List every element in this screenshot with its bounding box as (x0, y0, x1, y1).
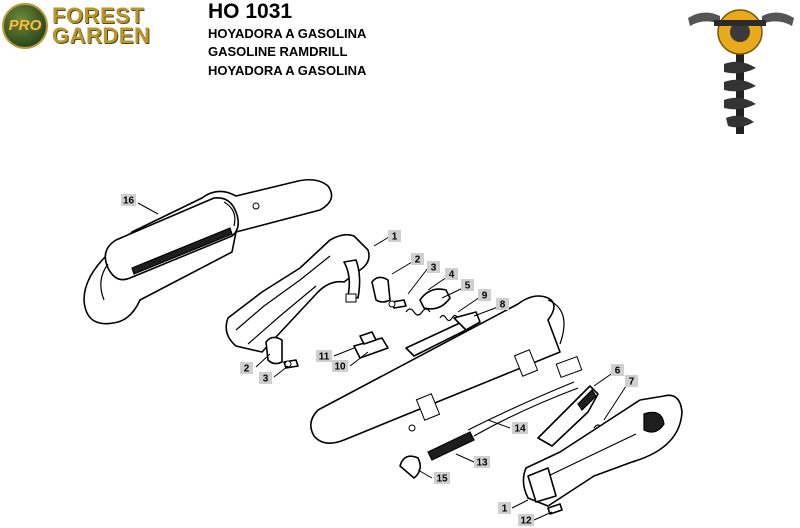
callout-3: 3 (427, 261, 440, 274)
callout-12: 12 (518, 514, 534, 527)
callout-2: 2 (411, 253, 424, 266)
part-screw-lower (283, 359, 299, 369)
part-handle-body (522, 394, 683, 507)
part-clamp-upper (371, 276, 391, 303)
description-line: HOYADORA A GASOLINA (208, 63, 367, 78)
callout-15: 15 (434, 472, 450, 485)
part-grommet (399, 455, 422, 479)
callout-number: 2 (244, 364, 250, 375)
callout-number: 1 (392, 232, 398, 243)
part-handlebar-upper (83, 178, 333, 325)
part-clamp-lower (265, 336, 283, 365)
part-torsion-spring (439, 314, 459, 322)
callout-2-lower: 2 (240, 362, 253, 375)
part-throttle-lever (537, 385, 599, 447)
part-stop-switch (353, 331, 389, 359)
part-lock-lever (419, 288, 451, 310)
part-handlebar-lower (310, 295, 565, 444)
callout-13: 13 (474, 456, 490, 469)
part-handle-housing (225, 233, 370, 353)
callout-number: 6 (615, 366, 621, 377)
leader-lines (137, 202, 629, 521)
callout-1-lower: 1 (498, 502, 511, 515)
brand-word-garden: GARDEN (52, 23, 151, 48)
callout-number: 8 (500, 300, 506, 311)
callout-number: 16 (123, 196, 135, 207)
callout-14: 14 (512, 422, 528, 435)
part-spring (405, 308, 431, 316)
callout-5: 5 (461, 279, 474, 292)
part-throttle-cable (467, 356, 583, 437)
callout-3-lower: 3 (259, 372, 272, 385)
callout-9: 9 (478, 289, 491, 302)
callout-number: 10 (334, 362, 346, 373)
callout-1: 1 (388, 230, 401, 243)
brand-word-forest: FOREST (52, 3, 145, 28)
engine-icon (688, 9, 794, 55)
part-coil-spring (427, 431, 475, 461)
callout-16: 16 (121, 194, 136, 207)
callout-number: 12 (520, 516, 532, 527)
callout-number: 7 (629, 377, 635, 388)
brand-badge-icon: PRO (2, 3, 48, 49)
description-line: HOYADORA A GASOLINA (208, 26, 367, 41)
model-number: HO 1031 (208, 0, 293, 23)
callout-number: 3 (263, 374, 269, 385)
brand-badge-text: PRO (8, 17, 42, 34)
part-screw-upper (388, 299, 407, 309)
brand-logo: PRO FOREST GARDEN (2, 2, 192, 50)
auger-icon (724, 54, 756, 134)
part-handle-screw (547, 503, 563, 515)
part-throttle-trigger (405, 311, 481, 357)
callout-6: 6 (611, 364, 624, 377)
callout-8: 8 (496, 298, 509, 311)
callout-number: 5 (465, 281, 471, 292)
callout-number: 4 (449, 270, 455, 281)
callout-number: 3 (431, 263, 437, 274)
callout-number: 9 (482, 291, 488, 302)
product-photo (688, 9, 794, 134)
callout-10: 10 (332, 360, 348, 373)
description-line: GASOLINE RAMDRILL (208, 44, 348, 59)
callout-number: 2 (415, 255, 421, 266)
callout-number: 11 (319, 352, 330, 363)
callout-11: 11 (316, 350, 332, 363)
callout-number: 14 (514, 424, 526, 435)
callout-4: 4 (445, 268, 458, 281)
callout-number: 13 (476, 458, 488, 469)
callout-number: 15 (436, 474, 448, 485)
callout-number: 1 (502, 504, 508, 515)
callout-7: 7 (625, 375, 638, 388)
